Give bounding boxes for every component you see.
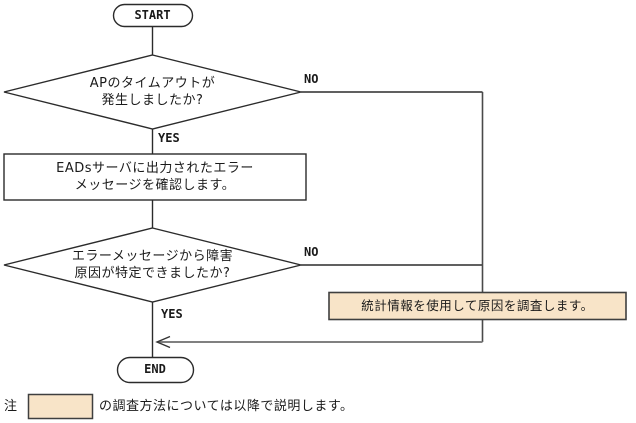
end-terminator-shape: [116, 356, 195, 384]
decision1-text: APのタイムアウトが 発生しましたか?: [4, 60, 301, 124]
process1-line1: EADsサーバに出力されたエラー: [56, 161, 254, 176]
process1-line2: メッセージを確認します。: [74, 178, 236, 193]
decision2-line2: 原因が特定できましたか?: [74, 266, 231, 281]
decision2-line1: エラーメッセージから障害: [71, 249, 234, 264]
decision1-diamond-shape: [3, 54, 302, 130]
decision1-no-label: NO: [304, 72, 319, 86]
decision1-yes-label: YES: [158, 131, 180, 145]
note-legend-box: [27, 393, 94, 420]
end-label: END: [144, 362, 166, 376]
decision1-line2: 発生しましたか?: [101, 93, 204, 108]
arrowhead-left-icon: [155, 335, 171, 349]
start-terminator-shape: [112, 3, 194, 28]
note-text: の調査方法については以降で説明します。: [99, 399, 354, 414]
decision1-line1: APのタイムアウトが: [89, 76, 216, 91]
start-label: START: [134, 7, 171, 22]
process1-text: EADsサーバに出力されたエラー メッセージを確認します。: [4, 154, 306, 200]
decision2-diamond-shape: [3, 227, 302, 303]
decision2-yes-label: YES: [161, 307, 183, 321]
note-prefix: 注: [4, 399, 18, 414]
callout-text: 統計情報を使用して原因を調査します。: [361, 298, 594, 313]
callout-box-shape: [328, 291, 627, 321]
process1-rect-shape: [3, 153, 307, 201]
decision2-text: エラーメッセージから障害 原因が特定できましたか?: [4, 233, 301, 297]
decision2-no-label: NO: [304, 245, 319, 259]
